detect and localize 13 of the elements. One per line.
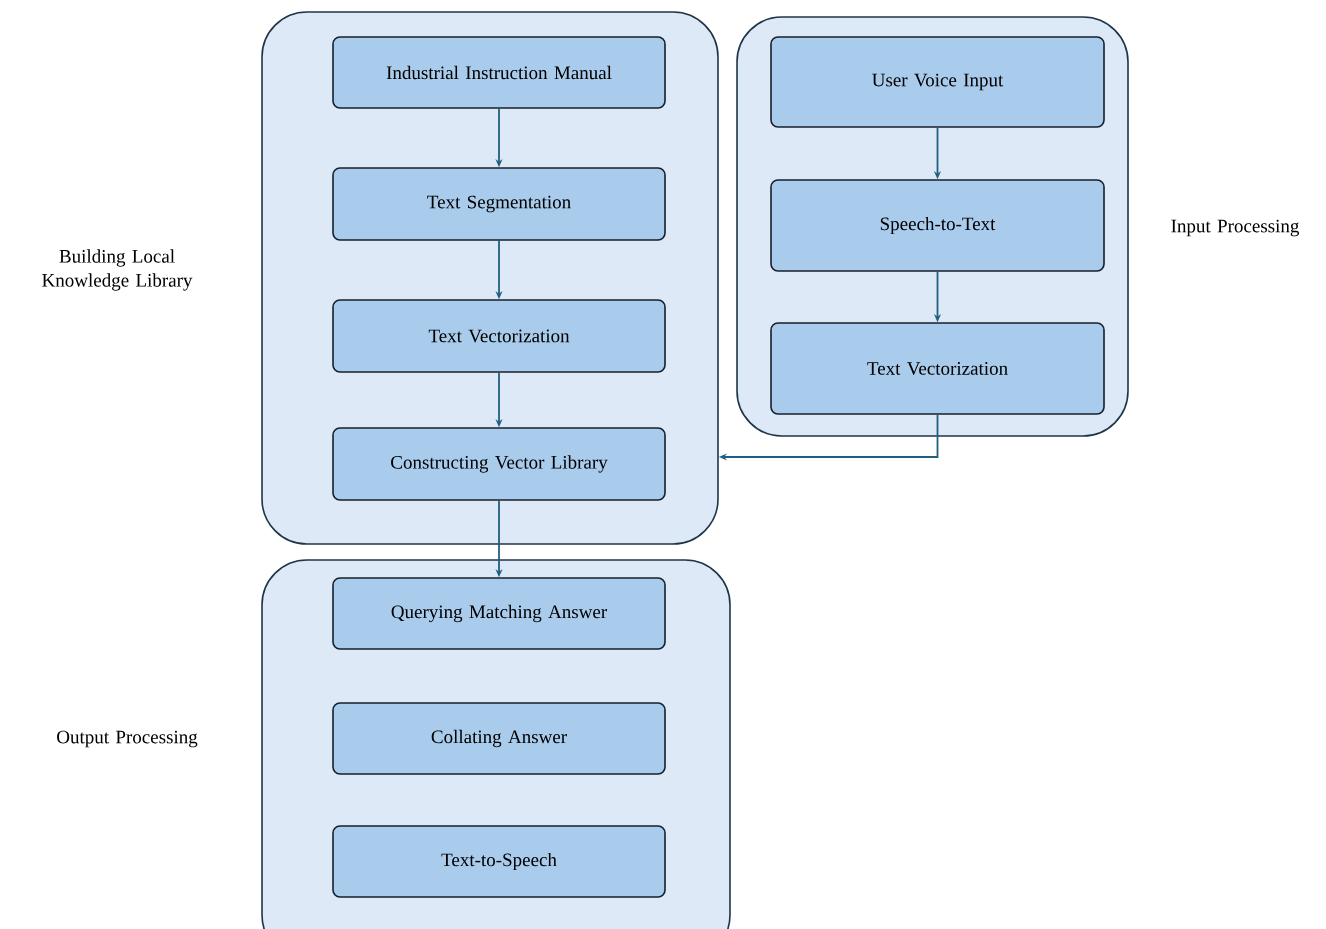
node-label: Output Processing <box>57 730 198 748</box>
process-box: User Voice Input <box>770 36 1105 128</box>
process-box: Querying Matching Answer <box>332 577 666 650</box>
process-box: Text Vectorization <box>770 322 1105 415</box>
process-box: Text Segmentation <box>332 167 666 241</box>
node-label: Input Processing <box>1171 219 1300 237</box>
process-box: Text Vectorization <box>332 299 666 373</box>
process-box: Collating Answer <box>332 702 666 775</box>
process-box: Constructing Vector Library <box>332 427 666 501</box>
process-box: Speech-to-Text <box>770 179 1105 272</box>
process-box: Text-to-Speech <box>332 825 666 898</box>
process-box: Industrial Instruction Manual <box>332 36 666 109</box>
node-label: Building Local Knowledge Library <box>42 249 193 291</box>
